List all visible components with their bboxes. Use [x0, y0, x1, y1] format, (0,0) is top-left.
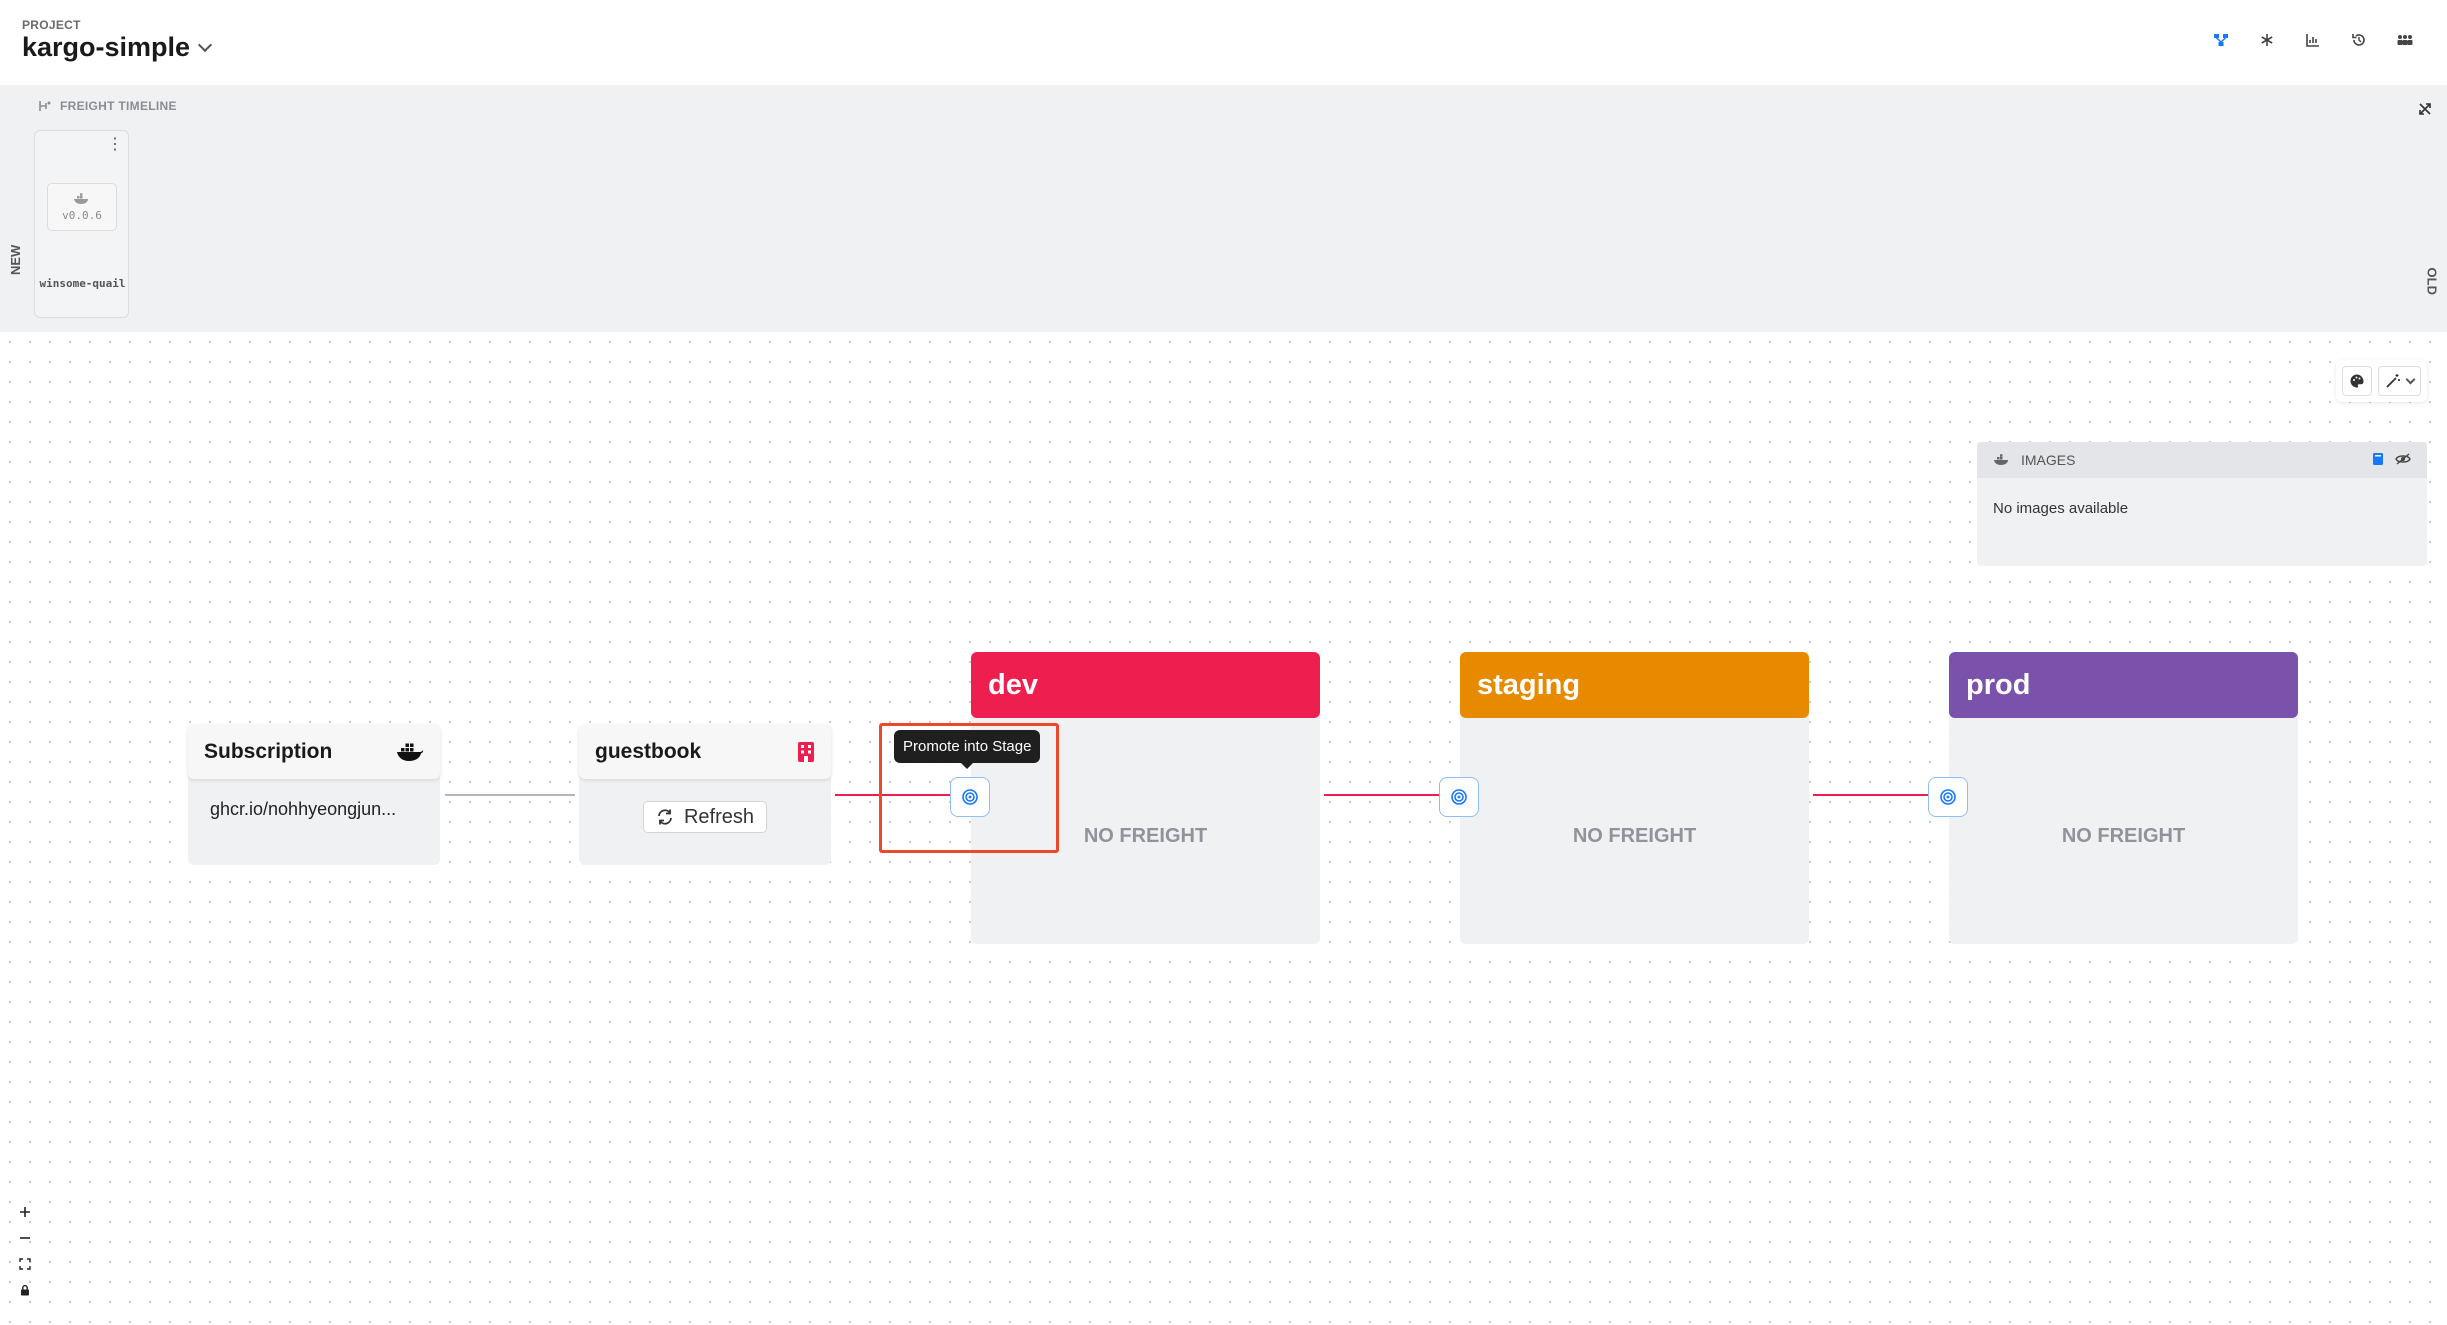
promote-prod-button[interactable]: [1928, 777, 1968, 817]
edge-subscription-warehouse: [445, 794, 575, 796]
header-toolbar: [2209, 28, 2417, 52]
palette-button[interactable]: [2342, 366, 2372, 396]
plus-icon: [20, 1207, 30, 1217]
chevron-down-icon: [2405, 374, 2416, 384]
lock-icon: [21, 1284, 29, 1296]
pipeline-icon[interactable]: [2209, 28, 2233, 52]
palette-icon: [2350, 374, 2364, 388]
target-icon: [1940, 789, 1956, 805]
lock-button[interactable]: [14, 1280, 36, 1300]
collapse-icon: [2419, 103, 2431, 115]
history-icon[interactable]: [2347, 28, 2371, 52]
refresh-icon: [658, 809, 672, 825]
freight-timeline: FREIGHT TIMELINE NEW OLD ⋮ v0.0.6 winsom…: [0, 85, 2447, 332]
users-icon[interactable]: [2393, 28, 2417, 52]
app-header: PROJECT kargo-simple: [0, 0, 2447, 85]
target-icon: [1451, 789, 1467, 805]
warehouse-node-header: guestbook: [579, 725, 831, 779]
freight-timeline-title: FREIGHT TIMELINE: [38, 99, 177, 113]
docker-icon: [397, 743, 424, 761]
auto-layout-dropdown[interactable]: [2378, 366, 2421, 396]
stage-staging-header[interactable]: staging: [1460, 652, 1809, 718]
highlight-box: [879, 723, 1059, 853]
fit-view-icon: [19, 1258, 31, 1270]
stage-dev-header[interactable]: dev: [971, 652, 1320, 718]
zoom-in-button[interactable]: [14, 1202, 36, 1222]
images-panel-header: IMAGES: [1977, 442, 2427, 478]
minus-icon: [20, 1237, 30, 1239]
freight-name: winsome-quail: [39, 277, 126, 290]
stage-prod-name: prod: [1966, 668, 2031, 701]
stage-dev[interactable]: dev NO FREIGHT: [971, 652, 1320, 944]
freight-image-tag: v0.0.6: [47, 183, 117, 231]
images-empty-text: No images available: [1993, 500, 2129, 517]
zoom-out-button[interactable]: [14, 1228, 36, 1248]
magic-wand-icon: [2386, 374, 2400, 388]
new-label: NEW: [8, 244, 23, 275]
stage-dev-status: NO FREIGHT: [1083, 824, 1208, 847]
pipeline-canvas[interactable]: IMAGES No images available Subscription …: [0, 332, 2447, 1325]
eye-slash-icon[interactable]: [2395, 452, 2411, 469]
project-selector[interactable]: kargo-simple: [22, 32, 213, 63]
timeline-icon: [39, 101, 51, 111]
project-label: PROJECT: [22, 18, 81, 32]
fit-view-button[interactable]: [14, 1254, 36, 1274]
promote-staging-button[interactable]: [1439, 777, 1479, 817]
chart-icon[interactable]: [2301, 28, 2325, 52]
promote-tooltip: Promote into Stage: [894, 730, 1041, 769]
warehouse-node[interactable]: guestbook Refresh: [579, 725, 831, 865]
chevron-down-icon: [197, 37, 213, 52]
images-panel-title: IMAGES: [2021, 452, 2076, 468]
book-icon[interactable]: [2371, 452, 2385, 469]
stage-staging-status: NO FREIGHT: [1572, 824, 1697, 847]
images-panel: IMAGES No images available: [1977, 442, 2427, 566]
stage-staging-name: staging: [1477, 668, 1581, 701]
freight-version: v0.0.6: [62, 208, 102, 222]
zoom-controls: [14, 1202, 36, 1300]
stage-prod[interactable]: prod NO FREIGHT: [1949, 652, 2298, 944]
warehouse-title: guestbook: [595, 740, 702, 763]
refresh-label: Refresh: [683, 805, 755, 828]
promote-dev-button[interactable]: [950, 777, 990, 817]
stage-staging[interactable]: staging NO FREIGHT: [1460, 652, 1809, 944]
subscription-repo: ghcr.io/nohhyeongjun...: [210, 799, 397, 819]
target-icon: [962, 789, 978, 805]
stage-dev-name: dev: [988, 668, 1038, 701]
stage-prod-status: NO FREIGHT: [2061, 824, 2186, 847]
canvas-controls: [2336, 360, 2427, 402]
edge-staging-prod: [1813, 794, 1930, 796]
freight-card[interactable]: ⋮ v0.0.6 winsome-quail: [34, 130, 129, 318]
edge-dev-staging: [1324, 794, 1441, 796]
stage-prod-header[interactable]: prod: [1949, 652, 2298, 718]
edge-warehouse-dev: [835, 794, 953, 796]
collapse-timeline-button[interactable]: [2413, 97, 2437, 121]
subscription-title: Subscription: [204, 740, 333, 763]
subscription-node[interactable]: Subscription ghcr.io/nohhyeongjun...: [188, 725, 440, 865]
asterisk-icon[interactable]: [2255, 28, 2279, 52]
warehouse-icon: [798, 742, 814, 762]
docker-icon: [74, 192, 88, 204]
more-vertical-icon[interactable]: ⋮: [107, 136, 123, 153]
old-label: OLD: [2424, 267, 2439, 295]
docker-icon: [1994, 454, 2008, 465]
freight-timeline-label: FREIGHT TIMELINE: [60, 99, 177, 113]
refresh-button[interactable]: Refresh: [643, 801, 767, 833]
project-name: kargo-simple: [22, 32, 191, 62]
subscription-node-header: Subscription: [188, 725, 440, 779]
